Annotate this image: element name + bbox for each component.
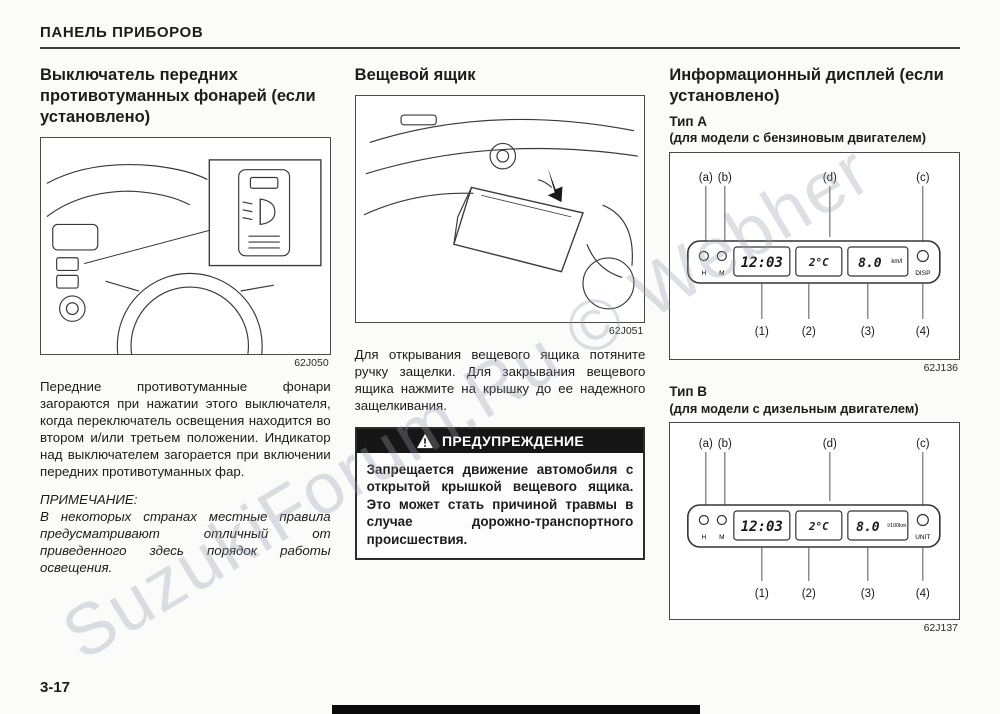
svg-text:km/l: km/l bbox=[892, 259, 903, 265]
info-display-illustration-a: (a) (b) (d) (c) H M bbox=[687, 172, 941, 338]
info-display-figure-b: (a) (b) (d) (c) H M bbox=[669, 422, 961, 621]
page-title: ПАНЕЛЬ ПРИБОРОВ bbox=[40, 24, 204, 41]
figure-caption-62J136: 62J136 bbox=[923, 362, 959, 375]
note-heading: ПРИМЕЧАНИЕ: bbox=[40, 491, 138, 507]
type-b-title: Тип B bbox=[669, 384, 708, 400]
column-glovebox: Вещевой ящик bbox=[354, 65, 646, 561]
svg-text:(3): (3) bbox=[861, 588, 875, 600]
figure-caption-62J051: 62J051 bbox=[608, 324, 644, 337]
svg-text:(a): (a) bbox=[699, 438, 713, 450]
column-info-display: Информационный дисплей (если установлено… bbox=[669, 65, 961, 643]
svg-text:12:03: 12:03 bbox=[741, 519, 783, 535]
svg-text:(2): (2) bbox=[802, 588, 816, 600]
svg-text:M: M bbox=[719, 534, 724, 541]
svg-text:(b): (b) bbox=[718, 172, 732, 184]
figure-caption-62J137: 62J137 bbox=[923, 622, 959, 635]
fog-switch-illustration bbox=[46, 159, 322, 354]
svg-text:8.0: 8.0 bbox=[858, 256, 882, 271]
svg-text:UNIT: UNIT bbox=[916, 534, 931, 541]
svg-text:H: H bbox=[702, 270, 707, 277]
type-a-subtitle: (для модели с бензиновым двигателем) bbox=[669, 130, 926, 146]
svg-text:(b): (b) bbox=[718, 438, 732, 450]
page-number: 3-17 bbox=[40, 679, 71, 696]
section-heading-info-display: Информационный дисплей (если установлено… bbox=[669, 66, 944, 105]
fog-switch-paragraph: Передние противотуманные фонари загорают… bbox=[40, 378, 331, 479]
svg-text:(1): (1) bbox=[755, 326, 769, 338]
type-b-subtitle: (для модели с дизельным двигателем) bbox=[669, 400, 919, 416]
svg-text:2°C: 2°C bbox=[808, 520, 829, 533]
scan-artifact-bar bbox=[332, 705, 700, 714]
svg-text:12:03: 12:03 bbox=[741, 255, 783, 271]
glovebox-figure bbox=[354, 94, 646, 323]
warning-text: Запрещается движение автомобиля с открыт… bbox=[366, 462, 634, 547]
glovebox-illustration bbox=[363, 114, 638, 310]
svg-text:l/100km: l/100km bbox=[888, 523, 907, 529]
svg-text:2°C: 2°C bbox=[808, 256, 829, 269]
svg-text:(c): (c) bbox=[916, 172, 930, 184]
section-heading-glovebox: Вещевой ящик bbox=[354, 66, 476, 84]
note-paragraph: В некоторых странах местные правила пред… bbox=[40, 508, 331, 575]
section-heading-fog-switch: Выключатель передних противотуманных фон… bbox=[40, 66, 316, 126]
svg-text:(2): (2) bbox=[802, 326, 816, 338]
warning-icon bbox=[417, 433, 433, 449]
warning-header: ПРЕДУПРЕЖДЕНИЕ bbox=[356, 429, 644, 454]
svg-text:(d): (d) bbox=[823, 438, 837, 450]
type-a-title: Тип A bbox=[669, 113, 708, 129]
fog-switch-figure bbox=[40, 136, 331, 355]
svg-text:(4): (4) bbox=[916, 588, 930, 600]
warning-box: ПРЕДУПРЕЖДЕНИЕ Запрещается движение авто… bbox=[354, 427, 646, 561]
svg-text:M: M bbox=[719, 270, 724, 277]
svg-text:(c): (c) bbox=[916, 438, 930, 450]
svg-text:8.0: 8.0 bbox=[856, 520, 880, 535]
svg-text:(3): (3) bbox=[861, 326, 875, 338]
header-divider bbox=[40, 47, 960, 49]
svg-text:(1): (1) bbox=[755, 588, 769, 600]
info-display-figure-a: (a) (b) (d) (c) H M bbox=[669, 152, 961, 361]
figure-caption-62J050: 62J050 bbox=[294, 356, 329, 369]
svg-text:H: H bbox=[702, 534, 707, 541]
svg-text:(a): (a) bbox=[699, 172, 713, 184]
arrow-down-icon bbox=[547, 167, 563, 203]
info-display-illustration-b: (a) (b) (d) (c) H M bbox=[687, 438, 941, 600]
column-fog-switch: Выключатель передних противотуманных фон… bbox=[40, 65, 331, 576]
content-columns: Выключатель передних противотуманных фон… bbox=[40, 65, 961, 643]
glovebox-paragraph: Для открывания вещевого ящика потяните р… bbox=[354, 346, 646, 413]
svg-text:DISP: DISP bbox=[916, 270, 931, 277]
svg-text:(4): (4) bbox=[916, 326, 930, 338]
warning-title: ПРЕДУПРЕЖДЕНИЕ bbox=[442, 433, 585, 450]
svg-text:(d): (d) bbox=[823, 172, 837, 184]
